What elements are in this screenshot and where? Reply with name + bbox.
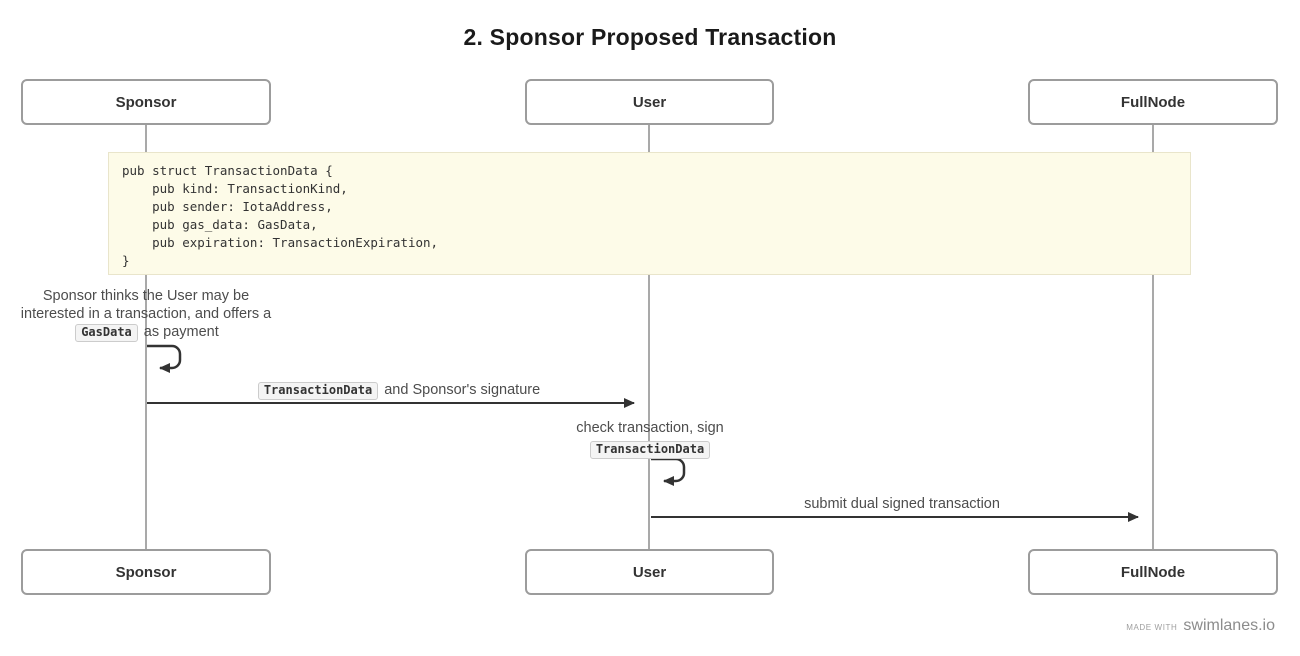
sponsor-note: Sponsor thinks the User may be intereste… [18, 287, 274, 342]
lifeline-user [648, 125, 650, 550]
footer: made with swimlanes.io [1126, 617, 1275, 635]
message-3-text: submit dual signed transaction [804, 496, 1000, 512]
diagram-title: 2. Sponsor Proposed Transaction [463, 24, 837, 50]
actor-bottom-fullnode: FullNode [1028, 549, 1278, 595]
actor-top-fullnode: FullNode [1028, 79, 1278, 125]
message-2-chip-row: TransactionData [520, 440, 780, 459]
lifeline-sponsor [145, 125, 147, 550]
swimlanes-brand-link[interactable]: swimlanes.io [1183, 617, 1275, 634]
lifeline-fullnode [1152, 125, 1154, 550]
sponsor-note-text-after: as payment [139, 324, 219, 340]
message-1-text: and Sponsor's signature [380, 382, 541, 398]
message-2-text: check transaction, sign [576, 420, 724, 436]
code-line: pub struct TransactionData { [122, 163, 333, 178]
actor-bottom-user: User [525, 549, 774, 595]
code-line: pub kind: TransactionKind, [122, 181, 348, 196]
self-loop-arrow-user [651, 457, 686, 486]
actor-label: FullNode [1120, 563, 1186, 581]
actor-top-sponsor: Sponsor [21, 79, 271, 125]
sponsor-note-text-before: Sponsor thinks the User may be intereste… [20, 288, 272, 322]
actor-label: Sponsor [115, 93, 177, 111]
actor-label: User [632, 563, 667, 581]
code-line: pub sender: IotaAddress, [122, 199, 333, 214]
code-line: pub gas_data: GasData, [122, 217, 318, 232]
code-line: } [122, 253, 130, 268]
self-loop-arrow-sponsor [147, 344, 182, 373]
inline-code-gasdata: GasData [75, 324, 138, 342]
actor-label: User [632, 93, 667, 111]
inline-code-transactiondata: TransactionData [257, 382, 379, 400]
actor-bottom-sponsor: Sponsor [21, 549, 271, 595]
code-block-transactiondata: pub struct TransactionData { pub kind: T… [108, 152, 1191, 275]
code-line: pub expiration: TransactionExpiration, [122, 235, 439, 250]
actor-label: Sponsor [115, 563, 177, 581]
message-label-1: TransactionData and Sponsor's signature [146, 381, 650, 400]
inline-code-transactiondata: TransactionData [589, 441, 711, 459]
made-with-label: made with [1126, 623, 1178, 632]
actor-top-user: User [525, 79, 774, 125]
message-label-3: submit dual signed transaction [650, 495, 1154, 513]
message-label-2: check transaction, sign TransactionData [520, 419, 780, 459]
actor-label: FullNode [1120, 93, 1186, 111]
